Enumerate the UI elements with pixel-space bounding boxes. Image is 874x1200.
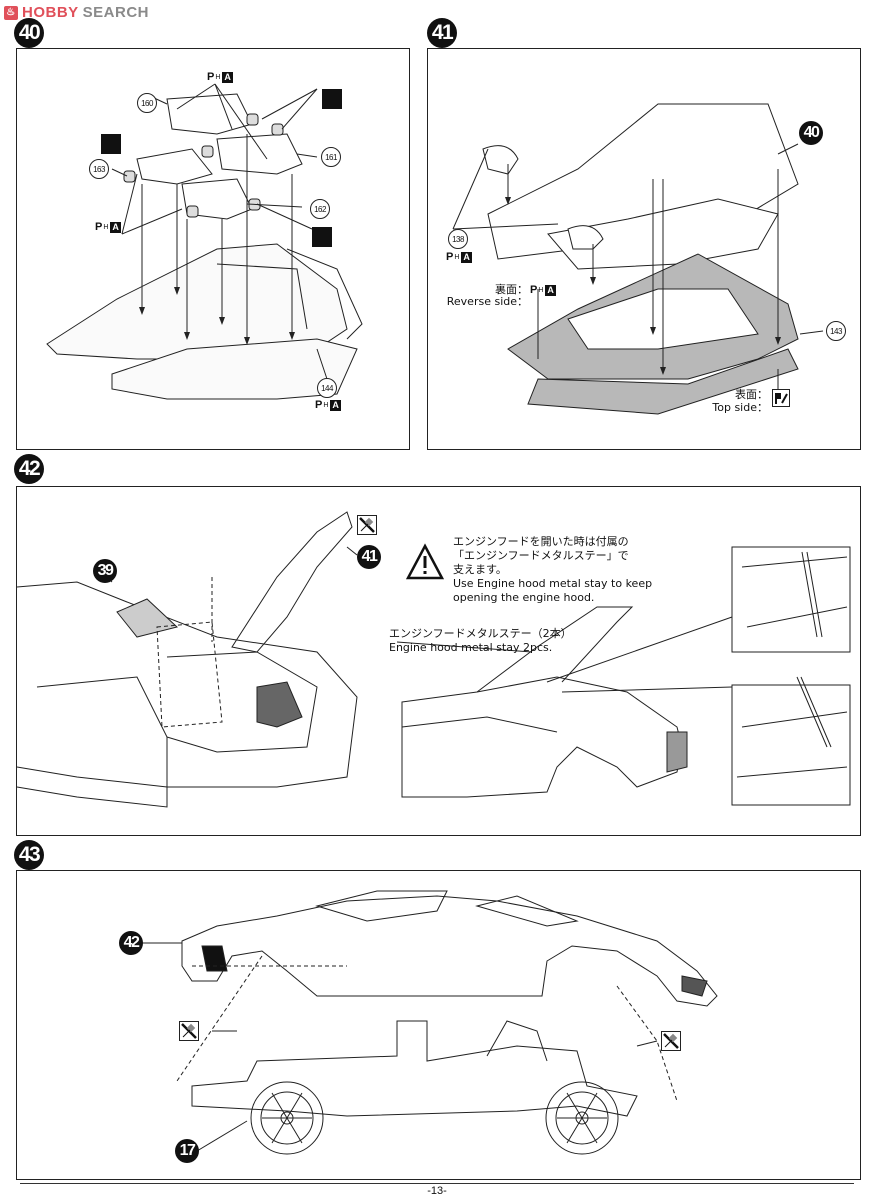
warning-jp-line-3: 支えます。 — [453, 563, 507, 576]
ref-step-40-badge: 40 — [799, 121, 823, 145]
step-40-diagram — [46, 83, 363, 400]
paint-sub: H — [323, 401, 329, 409]
warning-text-block: エンジンフードを開いた時は付属の 「エンジンフードメタルステー」で 支えます。 … — [453, 535, 652, 605]
top-side-icon — [772, 389, 790, 407]
decal-icon — [101, 134, 121, 154]
stay-label-jp: エンジンフードメタルステー（2本） — [389, 627, 572, 640]
paint-sub: H — [538, 286, 544, 294]
stay-label-block: エンジンフードメタルステー（2本） Engine hood metal stay… — [389, 627, 572, 655]
part-number-162: 162 — [310, 199, 330, 219]
no-glue-icon — [661, 1031, 681, 1051]
part-number-138: 138 — [448, 229, 468, 249]
paint-sub: H — [215, 73, 221, 81]
reverse-side-label-jp: 裏面： — [495, 283, 528, 296]
step-42-badge: 42 — [14, 454, 44, 484]
warning-jp-line-1: エンジンフードを開いた時は付属の — [453, 535, 629, 548]
part-number-144: 144 — [317, 378, 337, 398]
step-40-badge: 40 — [14, 18, 44, 48]
part-number-161: 161 — [321, 147, 341, 167]
paint-color: A — [330, 399, 341, 411]
footer-divider — [20, 1183, 854, 1184]
step-43-number: 43 — [18, 843, 41, 866]
warning-en-line-2: opening the engine hood. — [453, 591, 595, 604]
step-42-panel: 39 41 エンジンフードを開いた時は付属の 「エンジンフードメタルステー」で … — [16, 486, 861, 836]
paint-color: A — [545, 284, 556, 296]
paint-prefix: P — [315, 399, 323, 411]
ref-step-41-badge: 41 — [357, 545, 381, 569]
part-number-143: 143 — [826, 321, 846, 341]
ref-step-17-number: 17 — [179, 1142, 196, 1159]
hobby-search-logo-icon: ♨ — [4, 5, 18, 20]
hobby-search-watermark: ♨ HOBBY SEARCH — [4, 4, 149, 21]
reverse-side-label-en: Reverse side： — [446, 295, 528, 308]
step-42-diagram — [16, 511, 851, 808]
top-side-label-jp: 表面： — [735, 388, 768, 401]
step-41-badge: 41 — [427, 18, 457, 48]
paint-prefix: P — [207, 71, 215, 83]
part-number-160: 160 — [137, 93, 157, 113]
step-42-number: 42 — [18, 457, 41, 480]
paint-color: A — [110, 221, 121, 233]
part-number-163: 163 — [89, 159, 109, 179]
paint-prefix: P — [530, 284, 538, 296]
watermark-brand-search: SEARCH — [82, 4, 150, 21]
page-number: -13- — [427, 1185, 447, 1197]
step-41-number: 41 — [431, 21, 454, 44]
stay-label-en: Engine hood metal stay 2pcs. — [389, 641, 553, 654]
step-43-panel: 42 17 — [16, 870, 861, 1180]
ref-step-41-number: 41 — [361, 548, 378, 565]
step-41-diagram — [452, 103, 824, 415]
decal-icon — [322, 89, 342, 109]
ref-step-42-badge: 42 — [119, 931, 143, 955]
paint-prefix: P — [446, 251, 454, 263]
top-side-label-en: Top side： — [712, 401, 768, 414]
no-glue-icon — [179, 1021, 199, 1041]
warning-triangle-icon — [405, 543, 445, 580]
warning-en-line-1: Use Engine hood metal stay to keep — [453, 577, 653, 590]
paint-prefix: P — [95, 221, 103, 233]
ref-step-40-number: 40 — [803, 124, 820, 141]
ref-step-17-badge: 17 — [175, 1139, 199, 1163]
paint-sub: H — [454, 253, 460, 261]
watermark-brand-hobby: HOBBY — [22, 4, 79, 21]
paint-sub: H — [103, 223, 109, 231]
step-43-diagram — [137, 890, 718, 1155]
ref-step-39-badge: 39 — [93, 559, 117, 583]
warning-jp-line-2: 「エンジンフードメタルステー」で — [453, 549, 629, 562]
step-43-badge: 43 — [14, 840, 44, 870]
paint-color: A — [461, 251, 472, 263]
ref-step-42-number: 42 — [123, 934, 140, 951]
paint-color: A — [222, 71, 233, 83]
no-glue-icon — [357, 515, 377, 535]
ref-step-39-number: 39 — [97, 562, 114, 579]
step-40-number: 40 — [18, 21, 41, 44]
decal-icon — [312, 227, 332, 247]
